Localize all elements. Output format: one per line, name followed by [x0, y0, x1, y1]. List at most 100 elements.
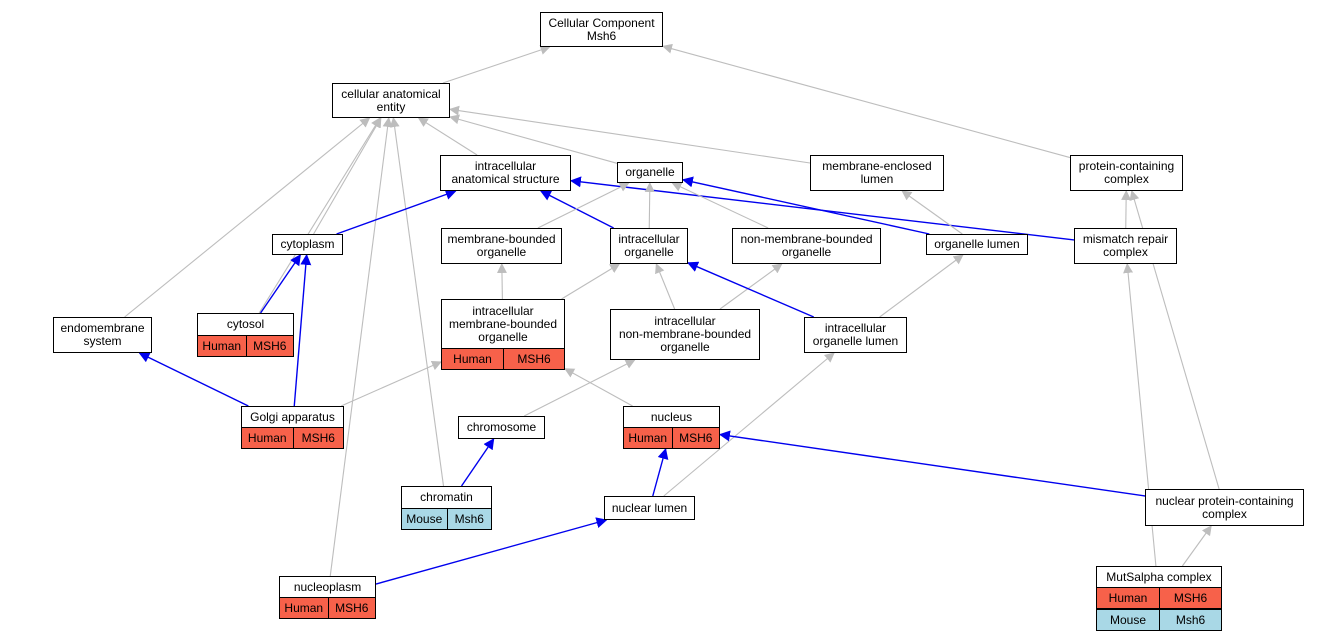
gene-tag: MSH6 [503, 349, 564, 369]
species-tag: Human [280, 598, 328, 618]
annotation-row: Mouse Msh6 [1096, 609, 1222, 631]
node-label: mismatch repair complex [1074, 228, 1177, 264]
node-label: cellular anatomical entity [332, 83, 450, 118]
gene-tag: MSH6 [245, 336, 293, 356]
node-label: intracellular anatomical structure [440, 155, 571, 191]
node-nucleoplasm[interactable]: nucleoplasm Human MSH6 [279, 576, 376, 619]
edge-pcc-is_a-root [662, 43, 1071, 159]
annotation-row: Human MSH6 [279, 598, 376, 619]
node-intracellular-membrane-bounded-organelle[interactable]: intracellular membrane-bounded organelle… [441, 299, 565, 370]
edge-nucleoplasm-part_of-nlumen [375, 517, 608, 585]
node-golgi-apparatus[interactable]: Golgi apparatus Human MSH6 [241, 406, 344, 449]
species-tag: Human [198, 336, 246, 356]
edge-io-is_a-organelle [644, 182, 655, 229]
edge-npcc-part_of-nucleus [718, 430, 1146, 497]
node-label: membrane-bounded organelle [441, 228, 562, 264]
node-label: MutSalpha complex [1096, 566, 1222, 588]
edge-chromosome-is_a-inmbo [523, 359, 636, 417]
node-label: endomembrane system [53, 317, 152, 353]
edge-mbo-is_a-organelle [537, 182, 630, 229]
edge-ias-is_a-cae [417, 117, 478, 156]
annotation-row: Human MSH6 [623, 428, 720, 449]
species-tag: Human [242, 428, 293, 448]
edge-golgi-is_a-imbo [340, 360, 442, 407]
species-tag: Human [624, 428, 672, 448]
node-mismatch-repair-complex[interactable]: mismatch repair complex [1074, 228, 1177, 264]
node-label: nuclear protein-containing complex [1145, 489, 1304, 526]
edge-mel-is_a-cae [449, 105, 811, 164]
gene-tag: Msh6 [1159, 610, 1221, 630]
species-tag: Mouse [402, 509, 447, 529]
edge-nlumen-part_of-nucleus [652, 447, 669, 497]
node-label: nucleoplasm [279, 576, 376, 598]
node-organelle-lumen[interactable]: organelle lumen [926, 234, 1028, 255]
node-label: intracellular organelle lumen [804, 317, 907, 353]
edge-inmbo-is_a-io [655, 263, 676, 310]
node-label: protein-containing complex [1070, 155, 1183, 191]
node-nuclear-lumen[interactable]: nuclear lumen [604, 496, 695, 520]
edge-io-part_of-ias [539, 190, 614, 229]
node-endomembrane-system[interactable]: endomembrane system [53, 317, 152, 353]
node-label: nuclear lumen [604, 496, 695, 520]
node-label: intracellular membrane-bounded organelle [441, 299, 565, 349]
edge-cytoplasm-part_of-ias [336, 189, 457, 235]
edge-cytosol-is_a-cae [258, 117, 381, 314]
gene-tag: MSH6 [327, 598, 375, 618]
edge-nmbo-is_a-organelle [671, 182, 769, 229]
node-label: membrane-enclosed lumen [810, 155, 944, 191]
gene-tag: MSH6 [292, 428, 343, 448]
node-label: intracellular organelle [610, 228, 688, 264]
edge-imbo-is_a-mbo [496, 263, 507, 300]
edge-ol-part_of-organelle [681, 176, 930, 235]
edge-iol-part_of-io [686, 261, 815, 318]
node-membrane-bounded-organelle[interactable]: membrane-bounded organelle [441, 228, 562, 264]
node-label: nucleus [623, 406, 720, 428]
node-intracellular-anatomical-structure[interactable]: intracellular anatomical structure [440, 155, 571, 191]
node-nuclear-protein-containing-complex[interactable]: nuclear protein-containing complex [1145, 489, 1304, 526]
edge-nlumen-is_a-iol [663, 352, 835, 497]
node-protein-containing-complex[interactable]: protein-containing complex [1070, 155, 1183, 191]
node-label: chromosome [458, 416, 545, 439]
node-organelle[interactable]: organelle [617, 162, 683, 183]
annotation-row: Human MSH6 [441, 349, 565, 370]
node-nucleus[interactable]: nucleus Human MSH6 [623, 406, 720, 449]
node-label: chromatin [401, 486, 492, 509]
node-mutsalpha-complex[interactable]: MutSalpha complex Human MSH6 Mouse Msh6 [1096, 566, 1222, 631]
node-label: cytoplasm [272, 234, 343, 255]
edge-chromatin-is_a-cae [389, 117, 445, 487]
node-intracellular-organelle[interactable]: intracellular organelle [610, 228, 688, 264]
node-label: intracellular non-membrane-bounded organ… [610, 309, 760, 360]
node-chromosome[interactable]: chromosome [458, 416, 545, 439]
edge-mrc-is_a-pcc [1121, 190, 1132, 229]
edge-iol-is_a-ol [879, 254, 964, 318]
edge-organelle-is_a-cae [449, 114, 618, 164]
node-intracellular-organelle-lumen[interactable]: intracellular organelle lumen [804, 317, 907, 353]
node-label: organelle [617, 162, 683, 183]
species-tag: Human [1097, 588, 1159, 608]
edge-golgi-part_of-es [138, 352, 249, 407]
edge-cae-is_a-root [442, 45, 551, 84]
edge-nucleoplasm-is_a-cae [329, 117, 393, 577]
edge-inmbo-is_a-nmbo [719, 263, 783, 310]
edge-ol-is_a-mel [901, 190, 963, 235]
edge-chromatin-part_of-chromosome [460, 438, 495, 487]
node-cellular-anatomical-entity[interactable]: cellular anatomical entity [332, 83, 450, 118]
annotation-row: Human MSH6 [197, 336, 294, 357]
node-cytoplasm[interactable]: cytoplasm [272, 234, 343, 255]
annotation-row: Mouse Msh6 [401, 509, 492, 530]
edge-cytosol-part_of-cytoplasm [259, 254, 301, 314]
node-non-membrane-bounded-organelle[interactable]: non-membrane-bounded organelle [732, 228, 881, 264]
gene-tag: Msh6 [446, 509, 491, 529]
node-label: non-membrane-bounded organelle [732, 228, 881, 264]
annotation-row: Human MSH6 [1096, 588, 1222, 609]
node-intracellular-non-membrane-bounded-organelle[interactable]: intracellular non-membrane-bounded organ… [610, 309, 760, 360]
node-cytosol[interactable]: cytosol Human MSH6 [197, 313, 294, 357]
edge-mutsalpha-is_a-npcc [1181, 525, 1212, 567]
node-chromatin[interactable]: chromatin Mouse Msh6 [401, 486, 492, 530]
node-label: Golgi apparatus [241, 406, 344, 428]
node-membrane-enclosed-lumen[interactable]: membrane-enclosed lumen [810, 155, 944, 191]
edge-nucleus-is_a-imbo [564, 368, 633, 407]
node-cellular-component-msh6[interactable]: Cellular Component Msh6 [540, 12, 663, 47]
